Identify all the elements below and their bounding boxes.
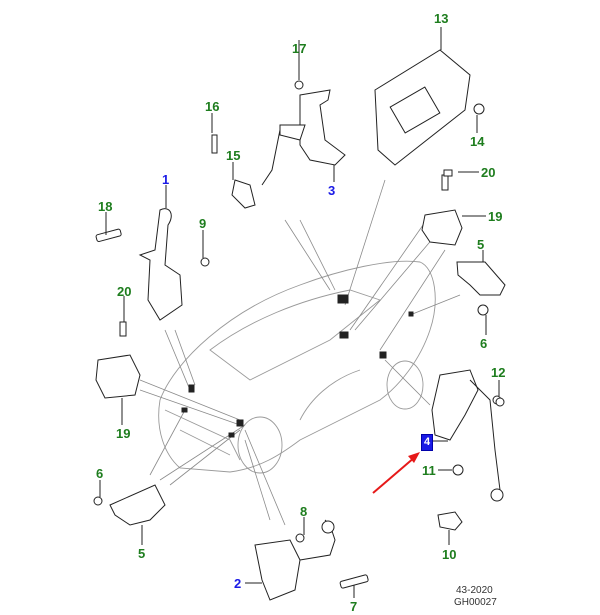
callout-16[interactable]: 18 — [98, 199, 113, 214]
illustration-id: GH00027 — [454, 597, 497, 608]
leader-lines — [139, 179, 461, 526]
callout-20-left[interactable]: 20 — [117, 284, 132, 299]
callout-pointers — [99, 27, 500, 598]
callout-4-highlighted[interactable]: 4 — [421, 434, 434, 451]
callout-3[interactable]: 3 — [328, 183, 336, 198]
callout-8[interactable]: 8 — [300, 504, 308, 519]
callout-14[interactable]: 16 — [205, 99, 220, 114]
callout-5-left[interactable]: 5 — [138, 546, 146, 561]
callout-19-right[interactable]: 19 — [488, 209, 503, 224]
callout-7[interactable]: 7 — [350, 599, 358, 614]
callout-19-left[interactable]: 19 — [116, 426, 131, 441]
callout-15[interactable]: 17 — [292, 41, 307, 56]
callout-18[interactable]: 14 — [470, 134, 485, 149]
callout-13[interactable]: 15 — [226, 148, 241, 163]
callout-20-right[interactable]: 20 — [481, 165, 496, 180]
vehicle-outline — [158, 260, 436, 474]
callout-11[interactable]: 11 — [422, 463, 436, 478]
callout-1[interactable]: 1 — [162, 172, 170, 187]
reference-code: 43-2020 — [456, 585, 493, 596]
component-drawings — [93, 49, 506, 601]
callout-9[interactable]: 9 — [199, 216, 207, 231]
callout-6-left[interactable]: 6 — [96, 466, 104, 481]
callout-2[interactable]: 2 — [234, 576, 242, 591]
callout-6-right[interactable]: 6 — [480, 336, 488, 351]
callout-5-right[interactable]: 5 — [477, 237, 485, 252]
callout-12[interactable]: 12 — [491, 365, 506, 380]
callout-10[interactable]: 10 — [442, 547, 457, 562]
highlight-arrow — [372, 452, 420, 494]
callout-17[interactable]: 13 — [434, 11, 449, 26]
